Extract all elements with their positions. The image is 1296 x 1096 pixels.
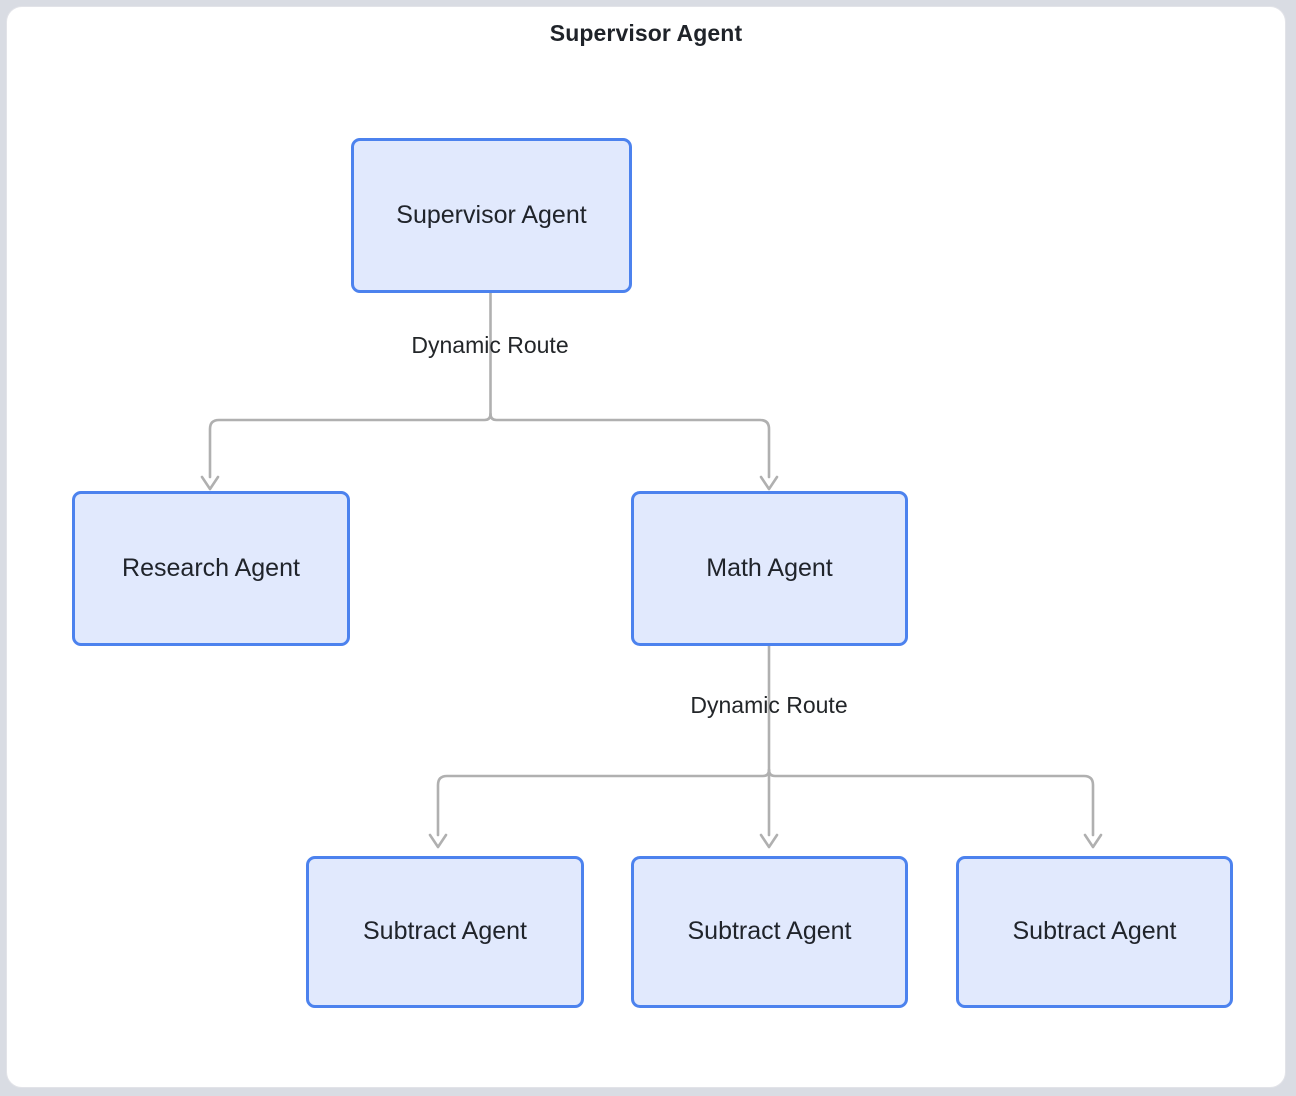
node-subtract-agent-1[interactable]: Subtract Agent (306, 856, 584, 1008)
node-label: Subtract Agent (687, 917, 852, 946)
arrowhead-subtract-2 (759, 833, 779, 849)
edge-math-to-subtract-3 (767, 768, 1095, 837)
node-label: Subtract Agent (1012, 917, 1177, 946)
node-research-agent[interactable]: Research Agent (72, 491, 350, 646)
arrowhead-math (759, 475, 779, 491)
node-label: Subtract Agent (362, 917, 527, 946)
node-supervisor-agent[interactable]: Supervisor Agent (351, 138, 632, 293)
node-label: Research Agent (122, 553, 300, 582)
node-subtract-agent-3[interactable]: Subtract Agent (956, 856, 1233, 1008)
edge-label-dynamic-route-1: Dynamic Route (411, 332, 569, 358)
page-title: Supervisor Agent (549, 20, 743, 46)
arrowhead-research (200, 475, 220, 491)
edge-supervisor-to-research (208, 412, 492, 479)
arrowhead-subtract-3 (1083, 833, 1103, 849)
edge-supervisor-to-math (489, 412, 771, 479)
node-label: Supervisor Agent (396, 200, 587, 229)
edge-label-dynamic-route-2: Dynamic Route (690, 692, 848, 718)
diagram-frame: Supervisor Agent Dy (6, 6, 1286, 1088)
node-label: Math Agent (706, 553, 833, 582)
arrowhead-subtract-1 (428, 833, 448, 849)
node-math-agent[interactable]: Math Agent (631, 491, 908, 646)
edge-math-to-subtract-1 (436, 768, 771, 837)
node-subtract-agent-2[interactable]: Subtract Agent (631, 856, 908, 1008)
